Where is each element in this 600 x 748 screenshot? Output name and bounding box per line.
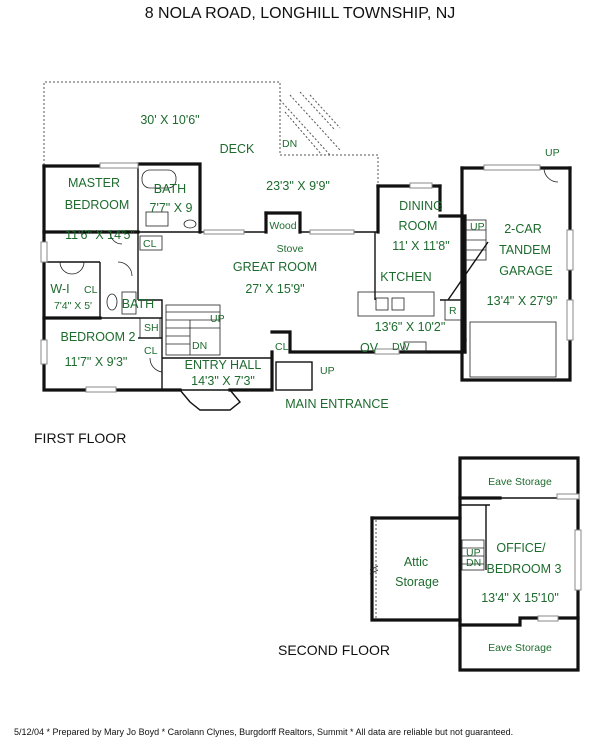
bath2-fixtures [106,291,161,339]
second-floor-label: SECOND FLOOR [278,642,390,658]
door-swings [59,167,559,373]
walkin-size: 7'4" X 5' [54,300,92,312]
bedroom2-size: 11'7" X 9'3" [65,355,128,369]
closet-label-4: CL [275,341,289,353]
eave-storage-top-label: Eave Storage [488,476,552,488]
office-label-2: BEDROOM 3 [486,562,561,576]
refrigerator-label: R [449,305,457,317]
oven-label: OV [360,341,379,355]
walkin-label: W-I [50,282,69,296]
eave-storage-bottom-label: Eave Storage [488,642,552,654]
garage-up-label: UP [545,147,560,159]
garage-label-1: 2-CAR [504,222,542,236]
shower-label: SH [144,322,159,334]
garage-label-3: GARAGE [499,264,553,278]
bath2-label: BATH [122,297,154,311]
bath1-size: 7'7" X 9 [150,201,193,215]
kitchen-label: KTCHEN [380,270,431,284]
dishwasher-label: DW [392,341,410,353]
front-step [275,361,313,391]
page-title: 8 NOLA ROAD, LONGHILL TOWNSHIP, NJ [145,5,456,22]
closet-label-2: CL [84,284,98,296]
dining-label-1: DINING [399,199,443,213]
office-label-1: OFFICE/ [496,541,546,555]
bath1-label: BATH [154,182,186,196]
windows [40,162,574,393]
garage-stairs [447,219,557,378]
office-size: 13'4" X 15'10" [481,591,559,605]
garage-size: 13'4" X 27'9" [487,294,558,308]
second-stair-up-label: UP [466,547,481,559]
bedroom2-label: BEDROOM 2 [60,330,135,344]
deck-area [43,81,379,186]
second-stair-dn-label: DN [466,557,481,569]
dining-label-2: ROOM [399,219,438,233]
first-floor-label: FIRST FLOOR [34,430,126,446]
main-entrance-label: MAIN ENTRANCE [285,397,388,411]
master-label-1: MASTER [68,176,120,190]
wood-label: Wood [269,220,296,232]
stair-up2-label: UP [210,313,225,325]
kitchen-island [357,291,462,353]
attic-label-2: Storage [395,575,439,589]
master-bath-fixtures [139,169,197,251]
dining-size: 11' X 11'8" [392,239,449,253]
master-label-2: BEDROOM [65,198,130,212]
deck-dn-label: DN [282,138,297,150]
bay-window [178,389,241,411]
master-size: 11'6" X 14'5" [65,228,135,242]
closet-label-1: CL [143,238,157,250]
entry-size: 14'3" X 7'3" [191,374,255,388]
garage-label-2: TANDEM [499,243,551,257]
stove-label: Stove [277,243,304,255]
first-floor-plan: 30' X 10'6" DECK 23'3" X 9'9" DN MASTER … [40,81,574,411]
closet-label-3: CL [144,345,158,357]
kitchen-size: 13'6" X 10'2" [375,320,446,334]
footer-note: 5/12/04 * Prepared by Mary Jo Boyd * Car… [14,727,513,737]
great-room-size: 27' X 15'9" [245,282,304,296]
deck-label: DECK [220,142,255,156]
entry-label: ENTRY HALL [185,358,262,372]
attic-label-1: Attic [404,555,428,569]
deck-size2-label: 23'3" X 9'9" [266,179,330,193]
deck-size-label: 30' X 10'6" [140,113,199,127]
interior-stairs [165,304,221,356]
garage-stair-up-label: UP [470,221,485,233]
stair-dn-label: DN [192,340,207,352]
second-floor-plan: Eave Storage Attic Storage OFFICE/ BEDRO… [369,456,582,672]
great-room-label: GREAT ROOM [233,260,317,274]
entry-up-label: UP [320,365,335,377]
